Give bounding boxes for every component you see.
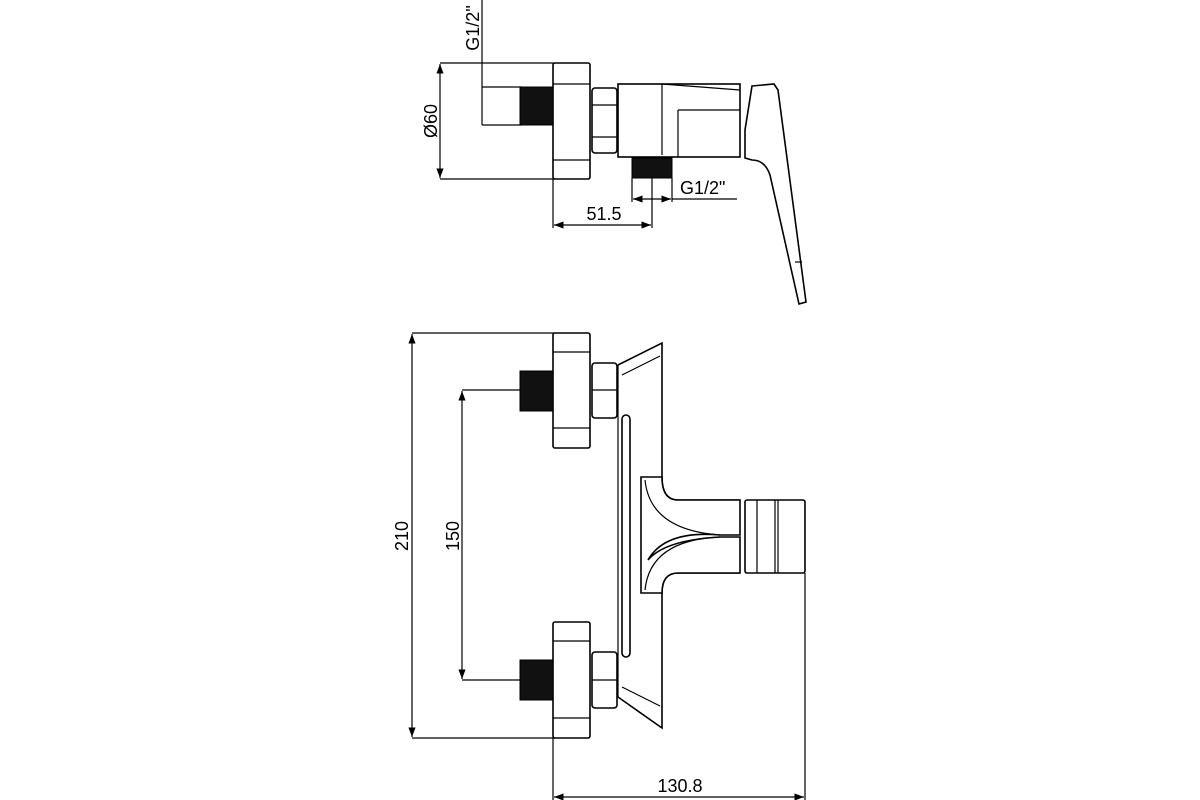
hex-nut bbox=[591, 87, 618, 154]
side-view: Ø60 G1/2" bbox=[421, 0, 807, 306]
dimension-outlet-offset: 51.5 bbox=[552, 178, 653, 229]
dimension-diameter-label: Ø60 bbox=[421, 104, 441, 138]
threaded-nipple bbox=[519, 86, 554, 126]
dimension-outlet-thread: G1/2" bbox=[631, 178, 737, 203]
dimension-overall-height-label: 210 bbox=[392, 521, 412, 551]
wall-flange bbox=[552, 62, 591, 180]
dimension-overall-depth-label: 130.8 bbox=[657, 776, 702, 796]
dimension-inlet-thread-label: G1/2" bbox=[463, 5, 483, 50]
dimension-inlet-thread: G1/2" bbox=[463, 0, 522, 126]
dimension-outlet-thread-label: G1/2" bbox=[680, 178, 725, 198]
connecting-pipe bbox=[621, 414, 631, 658]
dimension-overall-depth: 130.8 bbox=[552, 573, 806, 800]
front-view: 210 150 bbox=[392, 332, 806, 800]
threaded-nipple-top bbox=[519, 370, 554, 412]
dimension-overall-height: 210 bbox=[392, 332, 555, 739]
dimension-diameter: Ø60 bbox=[421, 62, 555, 180]
dimension-inlet-spacing-label: 150 bbox=[443, 521, 463, 551]
mixer-body bbox=[617, 83, 741, 158]
dimension-inlet-spacing: 150 bbox=[443, 389, 522, 681]
threaded-nipple-bottom bbox=[519, 659, 554, 701]
outlet-nipple bbox=[631, 157, 673, 179]
dimension-outlet-offset-label: 51.5 bbox=[586, 204, 621, 224]
wall-flange-bottom bbox=[552, 621, 591, 739]
lever-handle bbox=[744, 83, 807, 306]
wall-flange-top bbox=[552, 332, 591, 449]
spout bbox=[640, 476, 741, 594]
